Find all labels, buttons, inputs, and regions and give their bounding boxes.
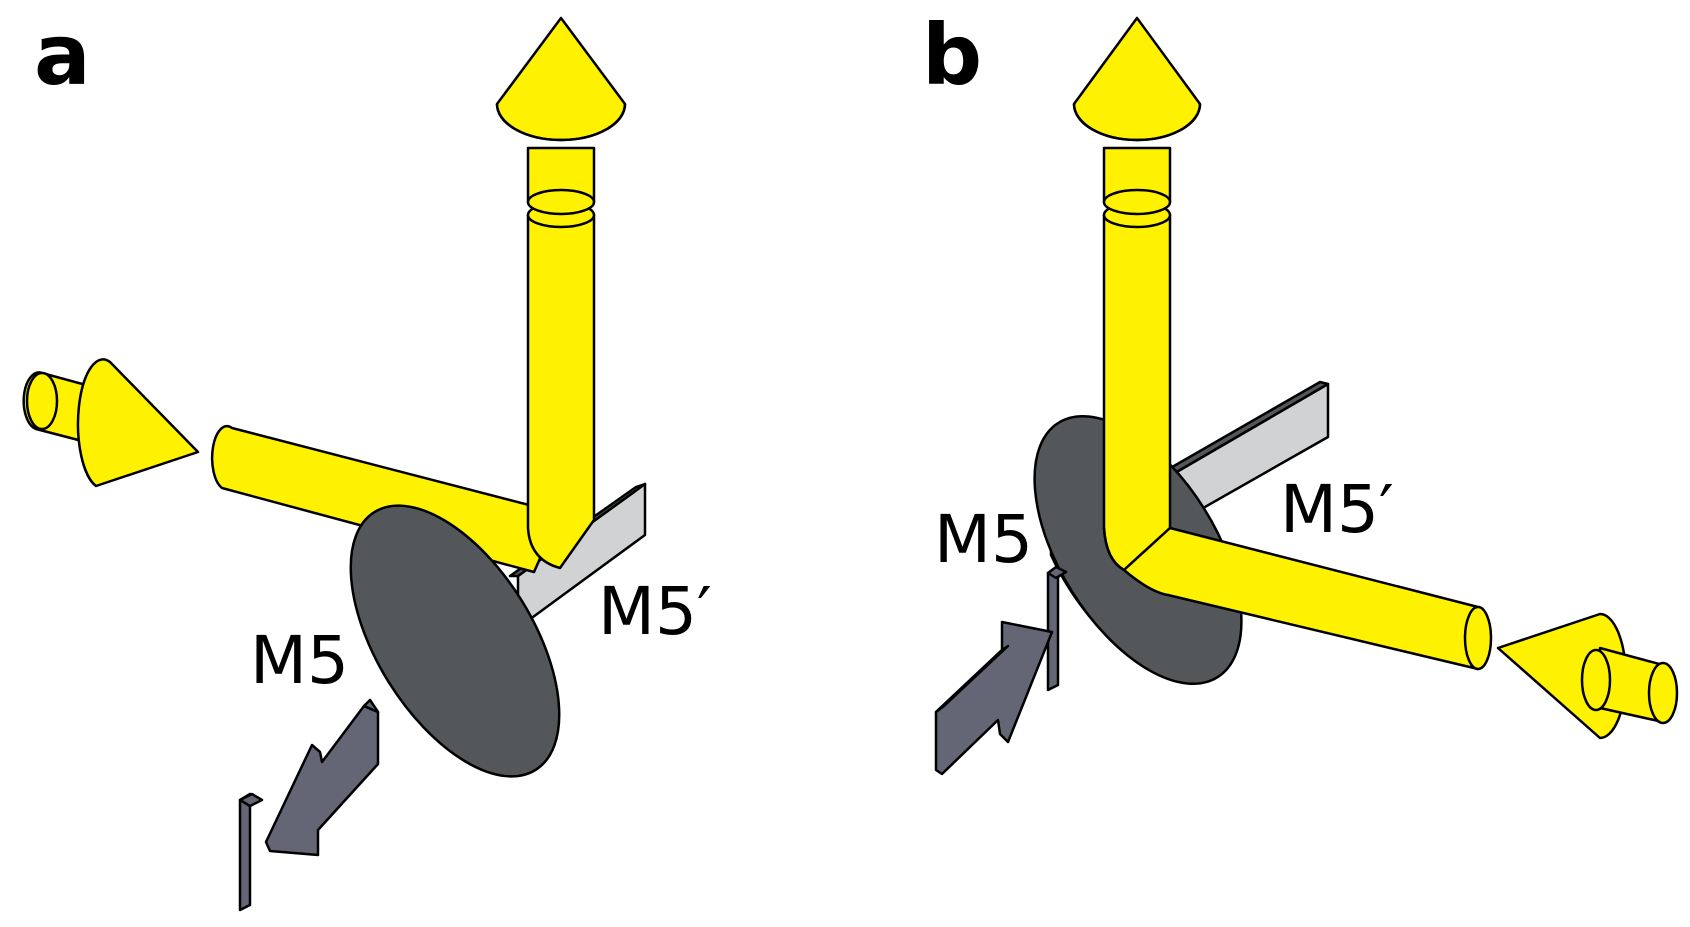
push-arrow-a — [238, 698, 380, 912]
label-m5-b: M5 — [934, 501, 1033, 578]
panel-a: a — [22, 6, 712, 912]
label-m5-prime-b: M5′ — [1280, 471, 1394, 548]
incoming-beam-arrow — [1496, 612, 1679, 740]
panel-b: b — [922, 6, 1679, 776]
push-arrow-b — [934, 565, 1068, 776]
horizontal-beam — [1102, 526, 1493, 671]
incoming-beam-arrow — [22, 358, 200, 488]
mirror-m5-prime — [1158, 380, 1330, 530]
vertical-beam — [495, 16, 627, 570]
vertical-beam — [1072, 16, 1202, 572]
panel-label-b: b — [922, 6, 982, 104]
label-m5-prime-a: M5′ — [598, 573, 712, 650]
panel-label-a: a — [34, 6, 91, 104]
label-m5-a: M5 — [250, 622, 349, 699]
horizontal-beam — [210, 424, 562, 574]
mirror-m5 — [349, 504, 561, 778]
